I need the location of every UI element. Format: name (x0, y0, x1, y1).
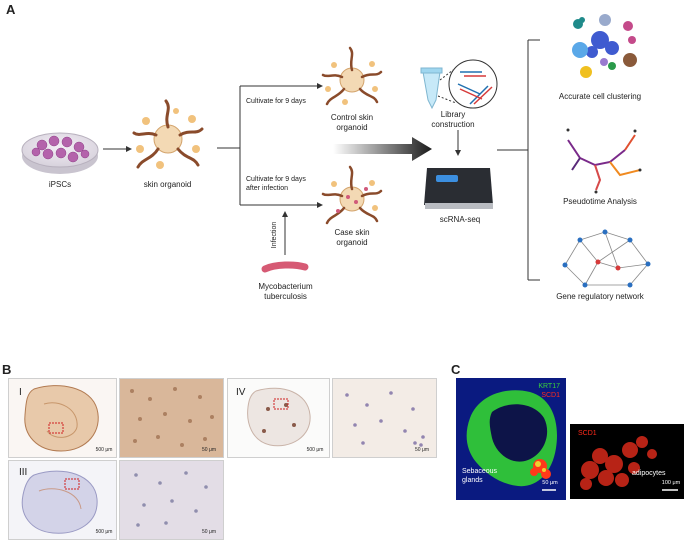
roman-IV: IV (236, 387, 246, 398)
cultivate-case-line2: after infection (246, 185, 289, 192)
analysis-clustering-label: Accurate cell clustering (558, 92, 642, 101)
case-organoid-label-line1: Case skin (334, 228, 370, 237)
library-label-line2: construction (431, 120, 475, 129)
marker-scd1: SCD1 (541, 392, 560, 399)
cultivate-control-label: Cultivate for 9 days (246, 98, 306, 105)
if-image-adipocytes: SCD1 adipocytes 100 μm (570, 424, 684, 499)
panel-a-label: A (6, 2, 16, 17)
infection-label: Infection (271, 221, 278, 249)
ihc-tile-III-overview: III 500 μm (8, 460, 117, 540)
case-organoid-icon (321, 165, 383, 225)
region-label-line2: glands (462, 477, 483, 484)
roman-I: I (19, 387, 22, 398)
scale-bar: 50 μm (415, 447, 429, 453)
sequencer-icon (424, 168, 493, 209)
marker-scd1-only: SCD1 (578, 430, 597, 437)
case-organoid-label-line2: organoid (336, 238, 368, 247)
mtb-label-line2: tuberculosis (264, 292, 307, 301)
scale-bar: 50 μm (202, 529, 216, 535)
petri-dish-icon (21, 132, 99, 174)
roman-III: III (19, 467, 28, 478)
workflow-diagram (21, 14, 651, 288)
ihc-tile-IV-zoom: 50 μm (332, 378, 437, 458)
ihc-tile-IV-overview: IV 500 μm (227, 378, 330, 458)
skin-organoid-label: skin organoid (143, 180, 192, 189)
scale-bar: 500 μm (306, 447, 324, 453)
control-organoid-label-line2: organoid (336, 123, 368, 132)
network-icon (562, 229, 651, 288)
ihc-tile-I-overview: I 500 μm (8, 378, 117, 458)
if-image-sebaceous: KRT17 SCD1 Sebaceous glands 50 μm (456, 378, 566, 500)
tube-icon (420, 67, 457, 110)
scale-bar: 500 μm (95, 529, 113, 535)
big-arrow-icon (333, 137, 432, 161)
scale-bar: 500 μm (95, 447, 113, 453)
scrnaseq-label: scRNA-seq (439, 215, 481, 224)
scale-bar: 50 μm (202, 447, 216, 453)
marker-krt17: KRT17 (538, 383, 560, 390)
scale-bar: 50 μm (542, 480, 558, 486)
scale-bar: 100 μm (661, 480, 681, 486)
region-label-line1: Sebaceous (462, 468, 498, 475)
dna-zoom-icon (448, 59, 498, 109)
ihc-tile-III-zoom: 50 μm (119, 460, 224, 540)
panel-b-label: B (2, 362, 12, 377)
cluster-plot-icon (572, 14, 637, 78)
cultivate-case-line1: Cultivate for 9 days (246, 176, 306, 183)
control-organoid-icon (321, 46, 383, 106)
panel-c-label: C (451, 362, 461, 377)
ihc-tile-I-zoom: 50 μm (119, 378, 224, 458)
library-label-line1: Library (440, 110, 466, 119)
adipocytes-label: adipocytes (632, 470, 666, 477)
skin-organoid-icon (132, 99, 204, 169)
analysis-pseudotime-label: Pseudotime Analysis (563, 197, 637, 206)
ipscs-label: iPSCs (48, 180, 72, 189)
mtb-label-line1: Mycobacterium (258, 282, 313, 291)
analysis-network-label: Gene regulatory network (556, 292, 644, 301)
mycobacterium-icon (261, 261, 309, 273)
control-organoid-label-line1: Control skin (330, 113, 374, 122)
pseudotime-plot-icon (566, 128, 642, 194)
